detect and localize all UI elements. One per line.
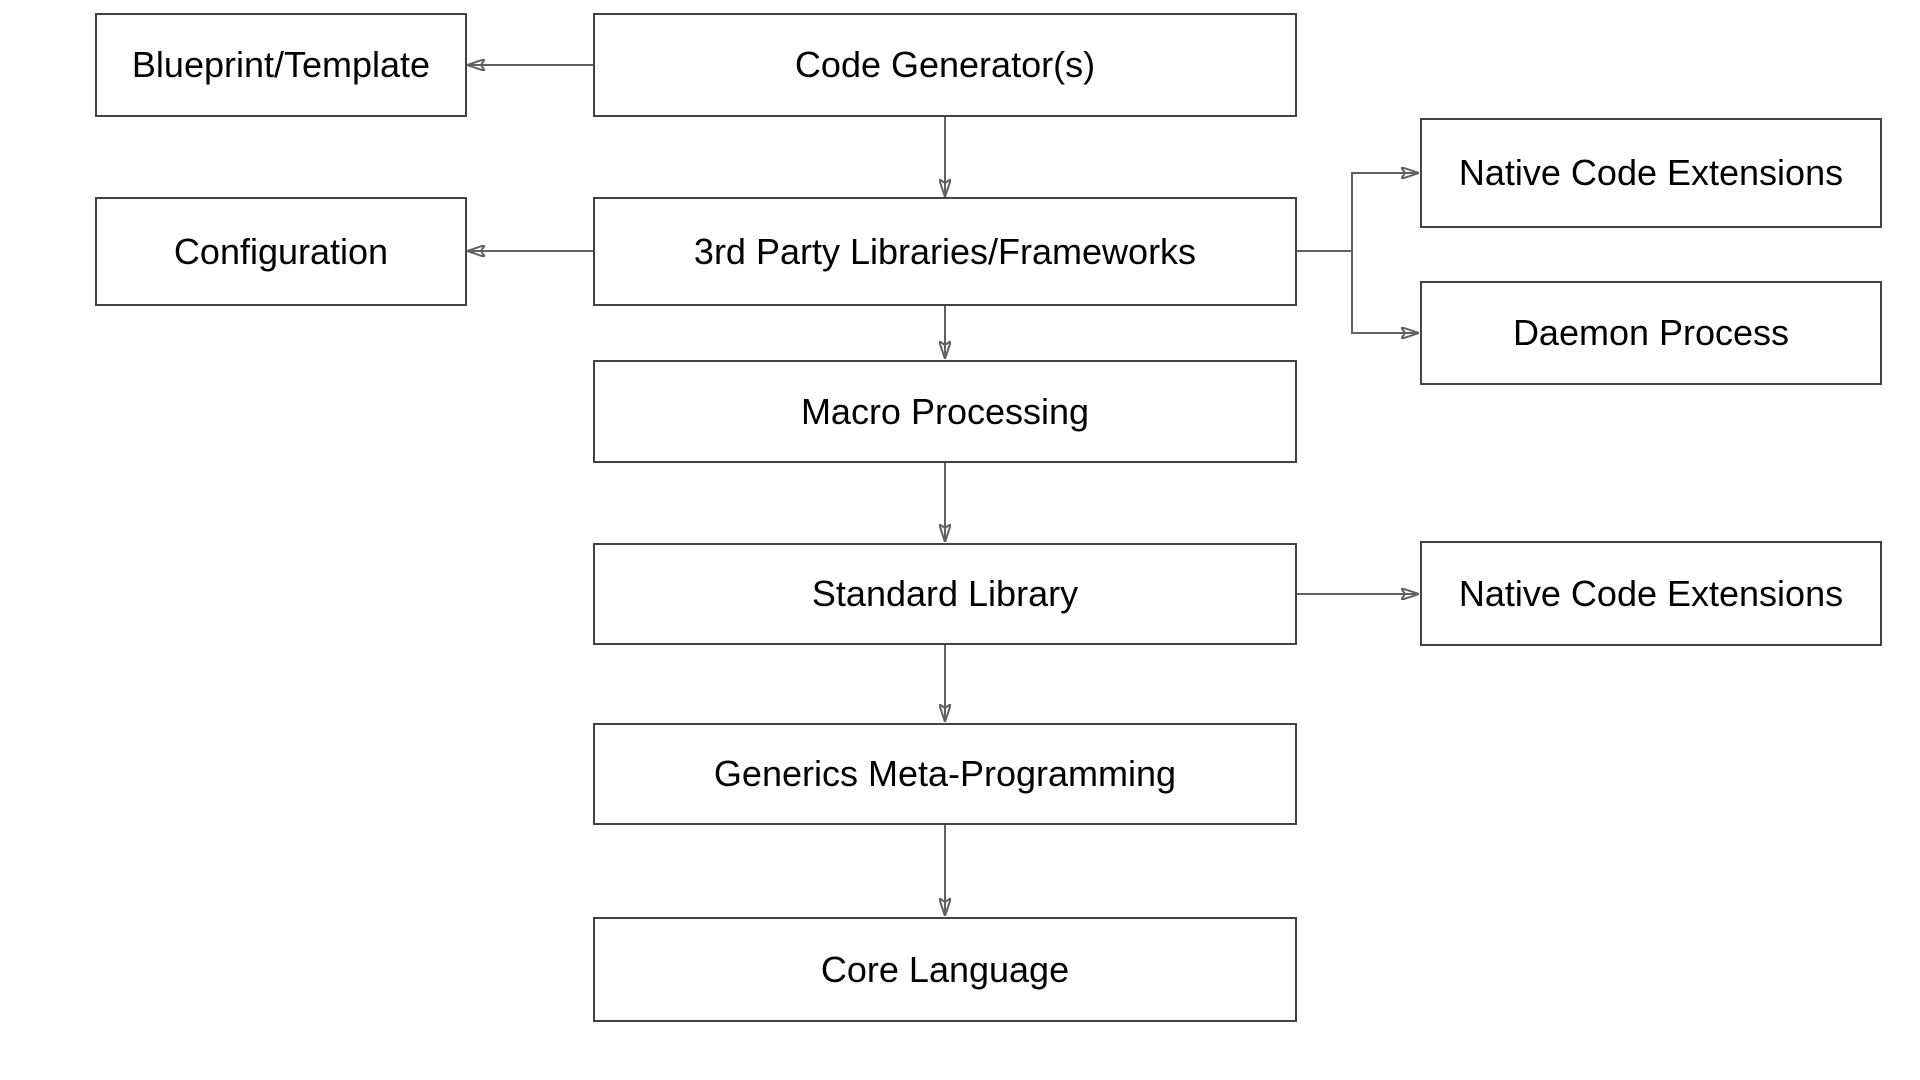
edge-third-party-to-daemon-process [1351, 251, 1418, 333]
node-core-language: Core Language [593, 917, 1297, 1022]
node-macro-processing: Macro Processing [593, 360, 1297, 463]
edge-third-party-to-native-code-extensions-top [1297, 173, 1418, 252]
node-code-generators: Code Generator(s) [593, 13, 1297, 117]
node-standard-library: Standard Library [593, 543, 1297, 645]
node-blueprint-template: Blueprint/Template [95, 13, 467, 117]
node-native-code-extensions-bottom: Native Code Extensions [1420, 541, 1882, 646]
node-daemon-process: Daemon Process [1420, 281, 1882, 385]
node-configuration: Configuration [95, 197, 467, 306]
node-generics-meta-programming: Generics Meta-Programming [593, 723, 1297, 825]
node-third-party-libraries-frameworks: 3rd Party Libraries/Frameworks [593, 197, 1297, 306]
node-native-code-extensions-top: Native Code Extensions [1420, 118, 1882, 228]
